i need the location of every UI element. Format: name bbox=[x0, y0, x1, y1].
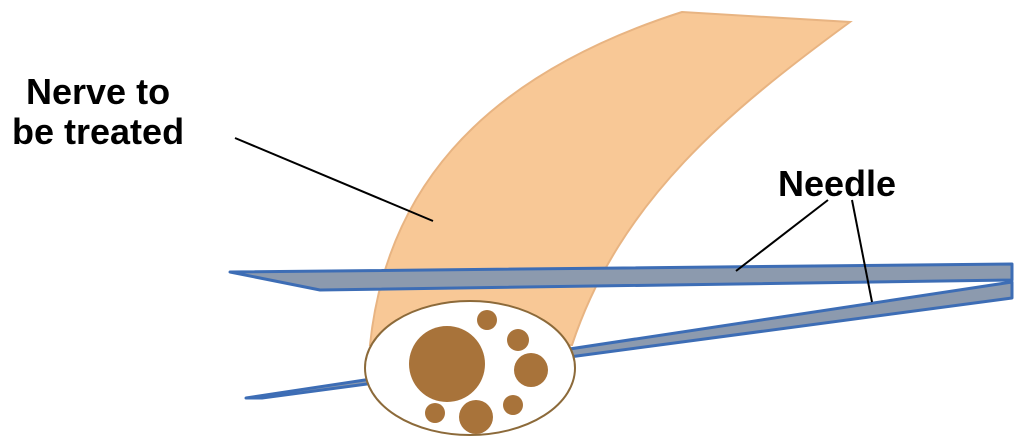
fascicle bbox=[503, 395, 523, 415]
fascicle bbox=[459, 400, 493, 434]
fascicle bbox=[477, 310, 497, 330]
needle-label: Needle bbox=[778, 164, 896, 204]
fascicle-large bbox=[409, 326, 485, 402]
needle-upper-shaft bbox=[230, 264, 1012, 290]
needle-leader-line-upper bbox=[736, 200, 828, 271]
fascicle bbox=[425, 403, 445, 423]
fascicle bbox=[507, 329, 529, 351]
nerve-label-line2: be treated bbox=[12, 112, 184, 152]
nerve-label-line1: Nerve to bbox=[12, 72, 184, 112]
nerve-label: Nerve to be treated bbox=[12, 72, 184, 152]
fascicle bbox=[514, 353, 548, 387]
needle-leader-line-lower bbox=[852, 200, 872, 302]
nerve-cross-section-icon bbox=[365, 301, 575, 435]
nerve-leader-line bbox=[235, 138, 433, 221]
needle-icon bbox=[246, 282, 1012, 398]
needle-lower-shaft bbox=[246, 282, 1012, 398]
